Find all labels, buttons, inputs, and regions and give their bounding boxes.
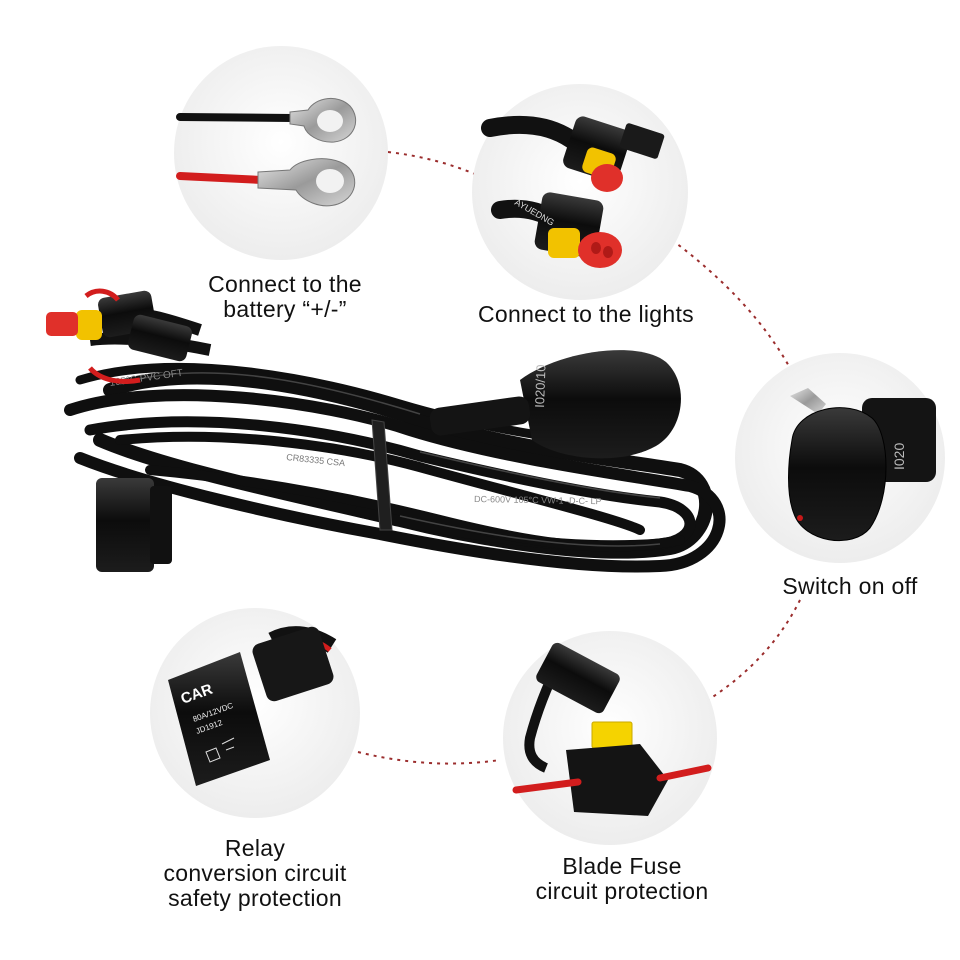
harness-switch-housing bbox=[520, 350, 681, 459]
red-wire bbox=[176, 172, 266, 184]
relay-callout: CAR 80A/12VDC JD1912 bbox=[150, 608, 360, 818]
harness-red-wire bbox=[88, 366, 141, 384]
switch-led bbox=[797, 515, 803, 521]
relay-caption-line2: conversion circuit bbox=[163, 860, 347, 886]
switch-caption: Switch on off bbox=[760, 574, 940, 599]
fuse-caption-line1: Blade Fuse bbox=[562, 853, 682, 879]
fuse-cap bbox=[536, 642, 620, 714]
cable-print: CR83335 CSA bbox=[286, 452, 346, 468]
ring-hole bbox=[317, 110, 343, 132]
cable-tie bbox=[371, 419, 393, 531]
switch-terminal bbox=[790, 388, 826, 414]
harness-red-wire bbox=[84, 288, 120, 302]
fuse-caption: Blade Fuse circuit protection bbox=[506, 854, 738, 904]
harness-switch-print: I020/10 bbox=[532, 364, 549, 408]
red-plug-hole bbox=[603, 246, 613, 258]
light-connectors-circle bbox=[472, 84, 688, 300]
harness-relay bbox=[96, 478, 154, 572]
rocker-switch-icon bbox=[788, 407, 887, 542]
battery-terminals-circle bbox=[174, 46, 388, 260]
lights-caption: Connect to the lights bbox=[456, 302, 716, 327]
dotted-line-relay-fuse bbox=[357, 751, 501, 765]
cable-highlights bbox=[119, 372, 661, 547]
relay-schematic-icon bbox=[205, 737, 235, 763]
black-wire bbox=[481, 115, 581, 149]
red-wire bbox=[512, 778, 582, 794]
battery-terminals-callout bbox=[174, 46, 388, 260]
lights-caption-label: Connect to the lights bbox=[478, 301, 694, 327]
relay-body bbox=[168, 652, 270, 786]
battery-caption-line1: Connect to the bbox=[208, 271, 362, 297]
cable-bundle bbox=[64, 362, 726, 573]
battery-caption-line2: battery “+/-” bbox=[223, 296, 347, 322]
connector-latch bbox=[619, 123, 665, 159]
light-connectors-callout: AYUEDNG bbox=[472, 84, 688, 300]
harness-connector-red bbox=[46, 312, 78, 336]
red-plug-hole bbox=[591, 242, 601, 254]
dotted-line-battery-lights bbox=[387, 151, 485, 179]
black-wire bbox=[176, 113, 296, 122]
battery-caption: Connect to the battery “+/-” bbox=[170, 272, 400, 322]
ring-hole bbox=[316, 169, 344, 193]
cable-print: DC-600V 105°C VW-1 -D-C- LP bbox=[474, 494, 602, 506]
yellow-seal bbox=[548, 228, 580, 258]
switch-callout: I020 bbox=[735, 353, 945, 563]
dotted-line-switch-fuse bbox=[707, 599, 801, 701]
relay-plug bbox=[252, 626, 334, 702]
red-wire bbox=[656, 764, 712, 782]
wiring-harness: I020/10 105°C PVC OFT DC-600V 105°C VW-1… bbox=[46, 288, 726, 573]
harness-connector-yellow bbox=[76, 310, 102, 340]
harness-relay-socket bbox=[150, 486, 172, 564]
relay-caption: Relay conversion circuit safety protecti… bbox=[130, 836, 380, 911]
harness-connector-housing bbox=[128, 314, 192, 362]
relay-caption-line1: Relay bbox=[224, 835, 286, 861]
switch-zoom-print: I020 bbox=[891, 443, 907, 470]
harness-switch-tube bbox=[429, 396, 531, 436]
fuse-caption-line2: circuit protection bbox=[535, 878, 709, 904]
fuse-callout bbox=[503, 631, 717, 845]
blade-fuse-icon bbox=[591, 721, 633, 749]
fuse-holder bbox=[566, 744, 668, 816]
harness-light-connectors bbox=[46, 288, 212, 384]
relay-caption-line3: safety protection bbox=[168, 885, 342, 911]
switch-caption-label: Switch on off bbox=[782, 573, 918, 599]
red-plug bbox=[591, 164, 623, 192]
